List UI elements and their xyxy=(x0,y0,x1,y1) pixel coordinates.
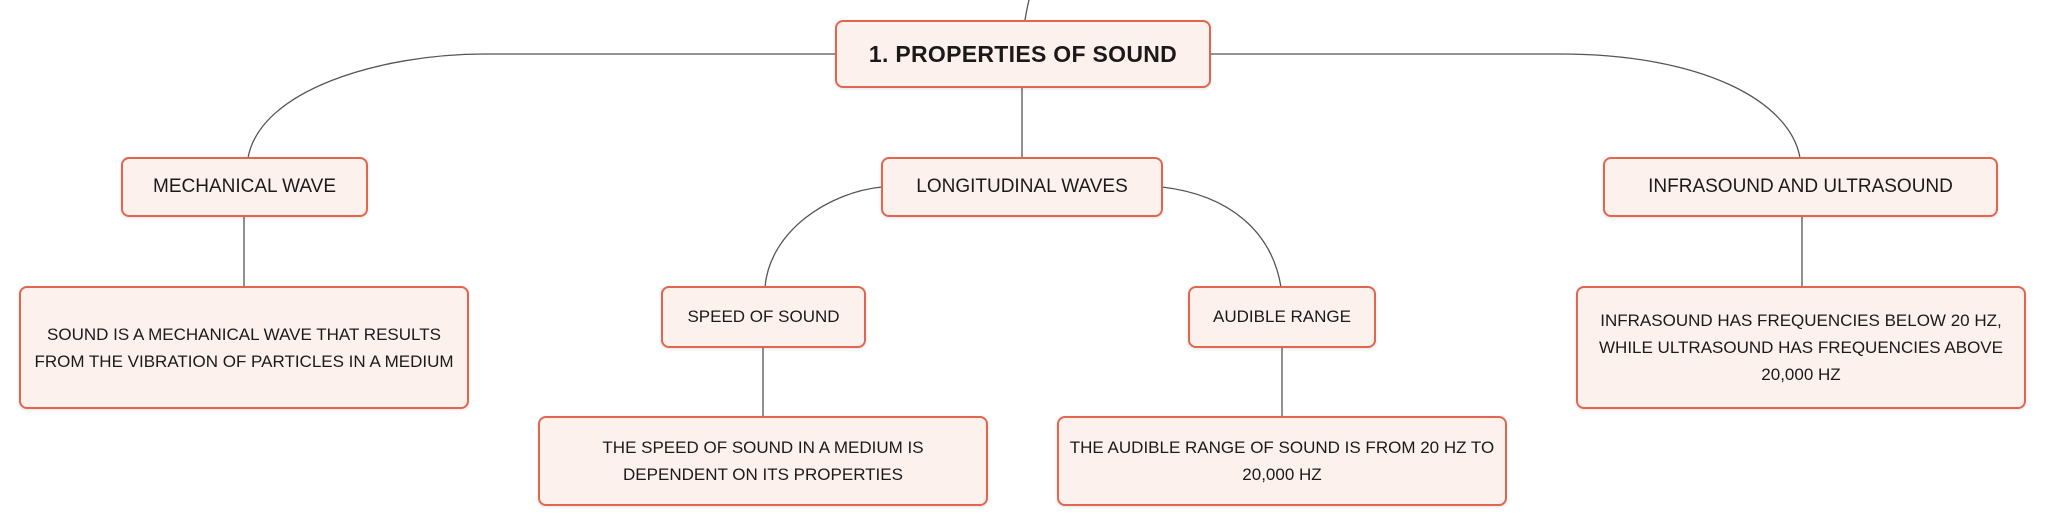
mechanical-wave-desc-text: SOUND IS A MECHANICAL WAVE THAT RESULTS … xyxy=(34,324,454,371)
connector-root-to-mechanical-wave xyxy=(247,53,836,159)
speed-of-sound-desc-text: THE SPEED OF SOUND IN A MEDIUM IS DEPEND… xyxy=(602,438,924,484)
audible-range-node[interactable]: AUDIBLE RANGE xyxy=(1188,286,1376,348)
speed-of-sound-label: SPEED OF SOUND xyxy=(687,307,840,326)
infra-ultra-desc-text: INFRASOUND HAS FREQUENCIES BELOW 20 HZ, … xyxy=(1599,311,2003,384)
infra-ultra-node[interactable]: INFRASOUND AND ULTRASOUND xyxy=(1603,157,1998,217)
infra-ultra-desc-node[interactable]: INFRASOUND HAS FREQUENCIES BELOW 20 HZ, … xyxy=(1576,286,2026,409)
connector-longitudinal-to-speed xyxy=(764,186,883,288)
longitudinal-waves-label: LONGITUDINAL WAVES xyxy=(916,176,1128,197)
connector-longitudinal-to-audible xyxy=(1161,186,1282,288)
speed-of-sound-desc-node[interactable]: THE SPEED OF SOUND IN A MEDIUM IS DEPEND… xyxy=(538,416,988,506)
audible-range-desc-text: THE AUDIBLE RANGE OF SOUND IS FROM 20 HZ… xyxy=(1069,438,1495,484)
mechanical-wave-label: MECHANICAL WAVE xyxy=(153,176,336,197)
mechanical-wave-desc-node[interactable]: SOUND IS A MECHANICAL WAVE THAT RESULTS … xyxy=(19,286,469,409)
longitudinal-waves-node[interactable]: LONGITUDINAL WAVES xyxy=(881,157,1163,217)
speed-of-sound-node[interactable]: SPEED OF SOUND xyxy=(661,286,866,348)
infra-ultra-label: INFRASOUND AND ULTRASOUND xyxy=(1648,176,1953,197)
audible-range-desc-node[interactable]: THE AUDIBLE RANGE OF SOUND IS FROM 20 HZ… xyxy=(1057,416,1507,506)
audible-range-label: AUDIBLE RANGE xyxy=(1213,307,1351,326)
connector-parent-to-root xyxy=(1024,0,1030,21)
connector-root-to-infra-ultra xyxy=(1210,53,1801,159)
mechanical-wave-node[interactable]: MECHANICAL WAVE xyxy=(121,157,368,217)
root-node-label: 1. PROPERTIES OF SOUND xyxy=(868,40,1178,67)
root-node[interactable]: 1. PROPERTIES OF SOUND xyxy=(835,20,1211,88)
